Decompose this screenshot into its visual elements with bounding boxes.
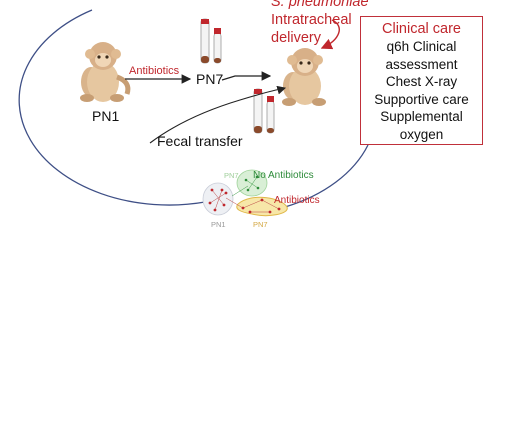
network-no-antibiotics: No Antibiotics <box>253 170 314 181</box>
clinical-care-title: Clinical care <box>382 21 461 37</box>
title-line-2: delivery <box>271 30 322 46</box>
fecal-transfer-arrow <box>149 85 287 144</box>
monkey-pn1-icon <box>80 42 131 102</box>
title-italic: S. pneumoniae <box>271 0 369 10</box>
network-pn7-small: PN7 <box>224 171 239 180</box>
pn1-label: PN1 <box>92 108 119 124</box>
network-pn7-bottom: PN7 <box>253 220 268 229</box>
clinical-care-box: Clinical care q6h Clinical assessment Ch… <box>360 16 483 145</box>
delivery-arrow <box>320 19 340 50</box>
antibiotics-arrow-label: Antibiotics <box>129 65 180 77</box>
sample-tubes-top-icon <box>200 18 222 64</box>
sample-tubes-bottom-icon <box>253 88 275 134</box>
title-line-1: Intratracheal <box>271 12 352 28</box>
cycle-circle <box>18 9 369 208</box>
network-antibiotics: Antibiotics <box>274 195 320 206</box>
network-pn1-small: PN1 <box>211 220 226 229</box>
clinical-care-line: Chest X-ray <box>385 74 458 89</box>
microbiome-network-diagram <box>202 169 288 217</box>
fecal-transfer-label: Fecal transfer <box>157 133 243 149</box>
clinical-care-line: assessment <box>385 56 458 72</box>
pn7-to-monkey-arrow <box>221 71 272 81</box>
clinical-care-line: q6h Clinical <box>386 39 457 54</box>
clinical-care-line: Supplemental <box>380 109 463 124</box>
clinical-care-line: Supportive care <box>374 91 469 107</box>
pn7-label: PN7 <box>196 71 223 87</box>
monkey-infected-icon <box>282 48 326 106</box>
clinical-care-line: oxygen <box>399 126 444 142</box>
